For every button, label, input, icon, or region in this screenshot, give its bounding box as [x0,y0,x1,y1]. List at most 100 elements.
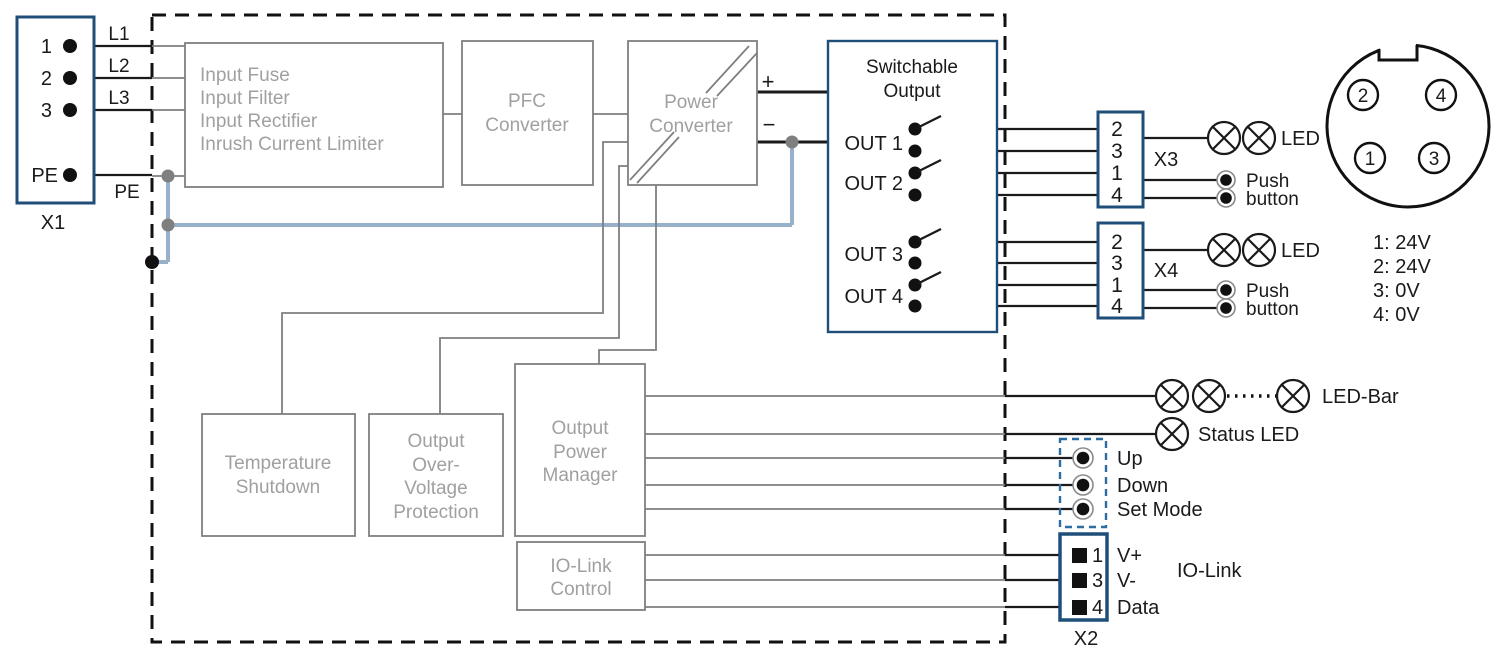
x2-pin3-num: 3 [1092,570,1103,592]
out3-switch-icon [908,228,942,270]
led-bar-icon [1154,378,1311,414]
x2-pin4-num: 4 [1092,597,1103,619]
enclosure-dashed-border [150,13,1007,644]
x2-pin4-terminal [1072,600,1087,615]
input-block-line3: Input Rectifier [200,111,318,132]
temp-line1: Temperature [225,453,332,474]
x1-pin-2: 2 [41,68,52,90]
push-button-icon[interactable] [1216,280,1236,300]
ovp-line4: Protection [393,502,479,523]
minus-junction-dot [785,135,799,149]
connector-pin-3 [1417,141,1451,175]
x1-pin2-terminal [63,71,77,85]
input-block-line4: Inrush Current Limiter [200,134,384,155]
x3-connector: 2 3 1 4 X3 [1096,110,1178,209]
x2-pin1-num: 1 [1092,545,1103,567]
x4-pin-c: 1 [1111,274,1123,297]
x1-label: X1 [41,212,65,234]
push-button-icon[interactable] [1216,170,1236,190]
x4-connector: 2 3 1 4 X4 [1096,221,1178,320]
isolation-slash-icon [629,45,758,184]
push-button-icon[interactable] [1216,188,1236,208]
x2-pin3-terminal [1072,573,1087,588]
connector-pin3-num: 3 [1429,149,1440,170]
minus-polarity-label: − [763,112,776,137]
wire-label-pe: PE [114,182,139,203]
down-label: Down [1117,475,1168,497]
set-mode-button-icon[interactable] [1072,498,1094,520]
internal-gray-wires [152,45,1005,608]
x3-led-label: LED [1281,128,1320,150]
connector-pin1-num: 1 [1365,149,1376,170]
temp-shutdown-link [281,141,628,414]
connector-pin-1 [1353,141,1387,175]
set-mode-label: Set Mode [1117,499,1203,521]
x2-pin1-terminal [1072,548,1087,563]
x3-pin-a: 2 [1111,118,1123,141]
ovp-line3: Voltage [404,478,467,499]
status-led-label: Status LED [1198,424,1299,446]
connector-pin-legend: 1: 24V 2: 24V 3: 0V 4: 0V [1373,232,1431,326]
x4-push-label1: Push [1246,281,1289,302]
pfc-converter-block: PFC Converter [461,40,594,186]
x3-pin-c: 1 [1111,162,1123,185]
x3-x4-device-wires [1143,136,1217,310]
power-line2: Converter [649,116,733,137]
x3-label: X3 [1154,149,1178,171]
x1-connector: 1 2 3 PE X1 [15,15,96,234]
out2-label: OUT 2 [844,173,903,195]
input-stage-block: Input Fuse Input Filter Input Rectifier … [184,42,444,188]
chassis-ground-dot [145,255,159,269]
power-converter-block: Power Converter [627,40,758,186]
status-led-icon [1154,416,1190,452]
down-button-icon[interactable] [1072,474,1094,496]
push-button-icon[interactable] [1216,298,1236,318]
up-button-icon[interactable] [1072,447,1094,469]
legend-line2: 2: 24V [1373,256,1431,278]
out1-label: OUT 1 [844,133,903,155]
iolink-control-block: IO-Link Control [516,541,646,611]
connector-pin4-num: 4 [1436,86,1447,107]
opm-line2: Power [553,442,608,463]
connector-pin2-num: 2 [1358,86,1369,107]
output-power-manager-block: Output Power Manager [514,363,646,537]
opm-link [598,185,657,364]
input-block-line1: Input Fuse [200,65,290,86]
x1-pin-3: 3 [41,100,52,122]
opm-line3: Manager [543,465,619,486]
wire-label-l2: L2 [108,56,129,77]
up-label: Up [1117,448,1143,470]
out4-label: OUT 4 [844,286,903,308]
iolink-ctrl-line1: IO-Link [550,556,612,577]
output-overvoltage-block: Output Over- Voltage Protection [368,413,504,537]
temperature-shutdown-block: Temperature Shutdown [201,413,356,537]
switchable-title2: Output [883,81,941,102]
circular-connector-face: 2 4 1 3 [1325,33,1491,209]
switchable-output-block: Switchable Output OUT 1 OUT 2 OUT 3 OUT … [826,39,999,334]
ovp-line1: Output [407,431,465,452]
out3-label: OUT 3 [844,244,903,266]
pfc-line1: PFC [508,91,546,112]
iolink-ctrl-line2: Control [550,579,611,600]
wire-label-l3: L3 [108,88,129,109]
x4-pin-d: 4 [1111,295,1123,318]
opm-line1: Output [551,418,609,439]
x4-led-pair-icon [1206,232,1277,268]
x1-pin-pe: PE [31,165,58,187]
front-buttons-group-outline [1058,437,1108,529]
x4-push-buttons[interactable] [1216,280,1236,318]
legend-line1: 1: 24V [1373,232,1431,254]
x4-push-label2: button [1246,299,1299,320]
keyway-notch [1377,45,1419,62]
out2-switch-icon [908,159,942,202]
x3-push-label1: Push [1246,171,1289,192]
out4-switch-icon [908,271,942,313]
ovp-line2: Over- [412,455,460,476]
x3-push-buttons[interactable] [1216,170,1236,208]
connector-pin-2 [1346,78,1380,112]
x3-led-pair-icon [1206,120,1277,156]
input-block-line2: Input Filter [200,88,290,109]
out1-switch-icon [908,115,942,158]
connector-pin-4 [1424,78,1458,112]
x2-data-label: Data [1117,597,1160,619]
